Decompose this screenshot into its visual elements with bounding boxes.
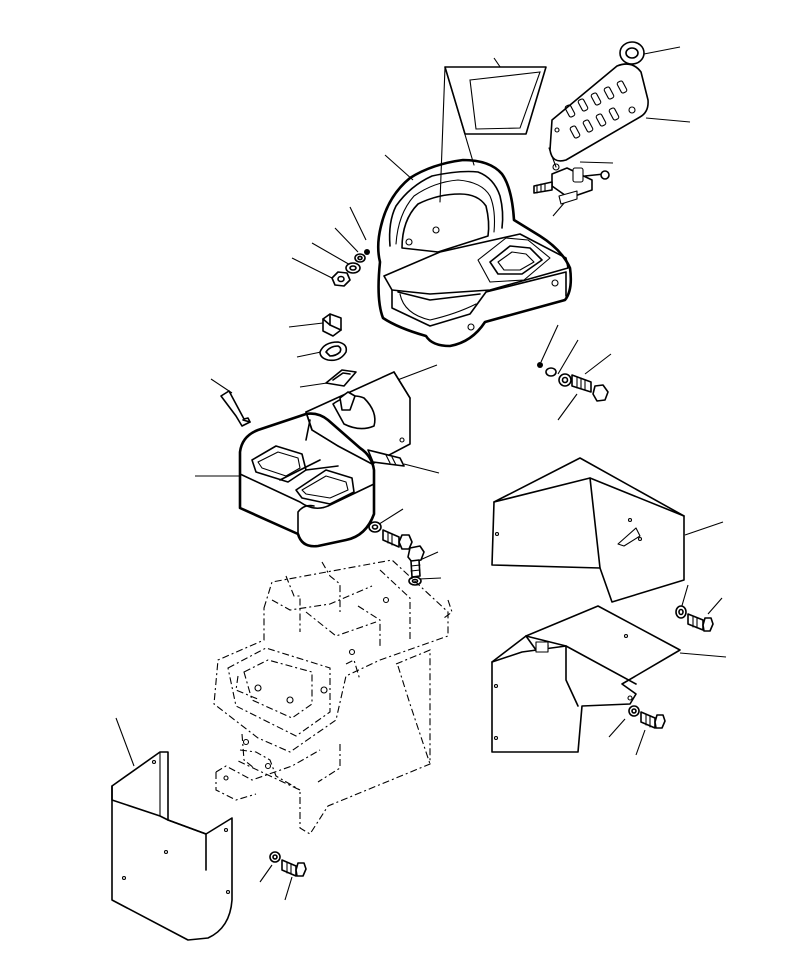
frame	[213, 559, 453, 835]
side-cover-lower	[491, 605, 681, 753]
label-plate	[439, 66, 547, 203]
switch-bracket	[533, 147, 610, 205]
side-cover-lower-fasteners	[628, 705, 666, 729]
right-console-fasteners	[537, 362, 609, 402]
bezel-ring	[319, 341, 348, 362]
storage-tray	[238, 412, 376, 548]
nut	[592, 384, 609, 402]
upper-console-cover	[376, 158, 573, 348]
switch-panel	[549, 63, 649, 162]
lock-washer	[354, 253, 366, 263]
front-cover	[111, 751, 233, 941]
tray-fasteners	[368, 521, 425, 586]
washer	[345, 262, 361, 274]
left-fasteners	[331, 249, 370, 287]
mount-clip	[325, 369, 357, 387]
grommet	[619, 41, 645, 65]
front-cover-fasteners	[269, 851, 307, 877]
side-cover-upper-fasteners	[675, 605, 714, 632]
nut-small	[364, 249, 370, 255]
side-cover-upper	[491, 457, 685, 603]
switch-knob	[322, 313, 342, 337]
nut	[331, 271, 351, 287]
allen-key	[220, 390, 251, 427]
leader-lines	[115, 46, 727, 901]
console-bracket	[305, 371, 411, 467]
